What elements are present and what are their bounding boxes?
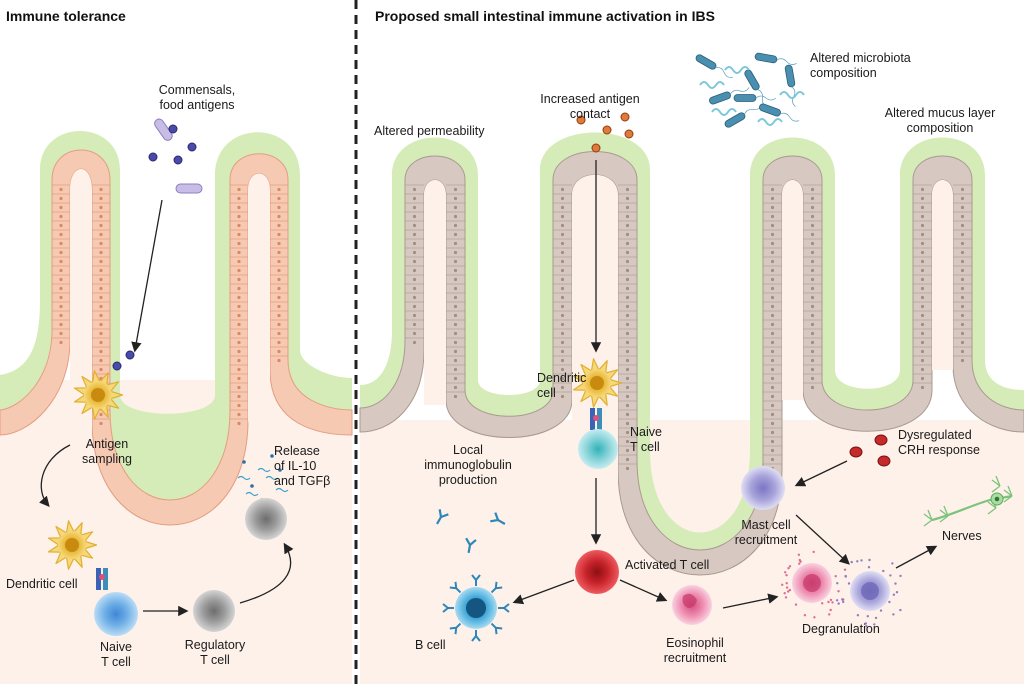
naive-t-cell-left [94,592,138,636]
left-panel-title: Immune tolerance [6,8,126,24]
label-commensals: Commensals, food antigens [158,83,236,112]
dendritic-cell-sampling [73,370,124,420]
mucus-layer-left [0,131,352,500]
b-cell [442,574,510,642]
label-antigen-sampling: Antigen sampling [81,437,133,466]
mast-cell [741,466,785,510]
dendritic-cell-right [572,358,623,408]
label-dysregulated-crh: Dysregulated CRH response [898,428,980,457]
commensal-bacteria [154,118,203,194]
label-nerves: Nerves [942,529,982,543]
food-antigens-right [576,112,634,153]
label-activated-t-cell: Activated T cell [625,558,710,572]
epithelial-cells-right [405,184,972,471]
villus-core-left [70,169,270,438]
label-altered-microbiota: Altered microbiota composition [810,51,911,80]
label-b-cell: B cell [415,638,446,652]
regulatory-t-cell [193,590,235,632]
food-antigens-left [112,124,197,371]
label-dendritic-cell-right: Dendritic cell [537,371,587,400]
antibodies [436,509,506,554]
label-mast-cell: Mast cell recruitment [734,518,798,547]
label-regulatory-t-cell: Regulatory T cell [184,638,246,667]
naive-t-cell-right [578,429,618,469]
crh-molecules [849,434,891,467]
activated-t-cell [575,550,619,594]
label-local-immunoglobulin: Local immunoglobulin production [424,443,512,487]
label-eosinophil: Eosinophil recruitment [663,636,727,665]
label-altered-permeability: Altered permeability [374,124,485,138]
label-release: Release of IL-10 and TGFβ [274,444,331,488]
label-naive-t-cell-left: Naive T cell [100,640,132,669]
label-increased-antigen-contact: Increased antigen contact [540,92,640,121]
label-naive-t-cell-right: Naive T cell [630,425,662,454]
nerve [923,475,1013,527]
dendritic-cell-presenting [47,520,98,570]
label-altered-mucus: Altered mucus layer composition [884,106,996,135]
right-panel-title: Proposed small intestinal immune activat… [375,8,715,24]
label-degranulation: Degranulation [802,622,880,636]
microbiota [695,52,805,128]
receptor-right [590,408,602,430]
regulatory-t-cell-release [245,498,287,540]
receptor-left [96,568,108,590]
label-dendritic-cell-left: Dendritic cell [6,577,78,591]
